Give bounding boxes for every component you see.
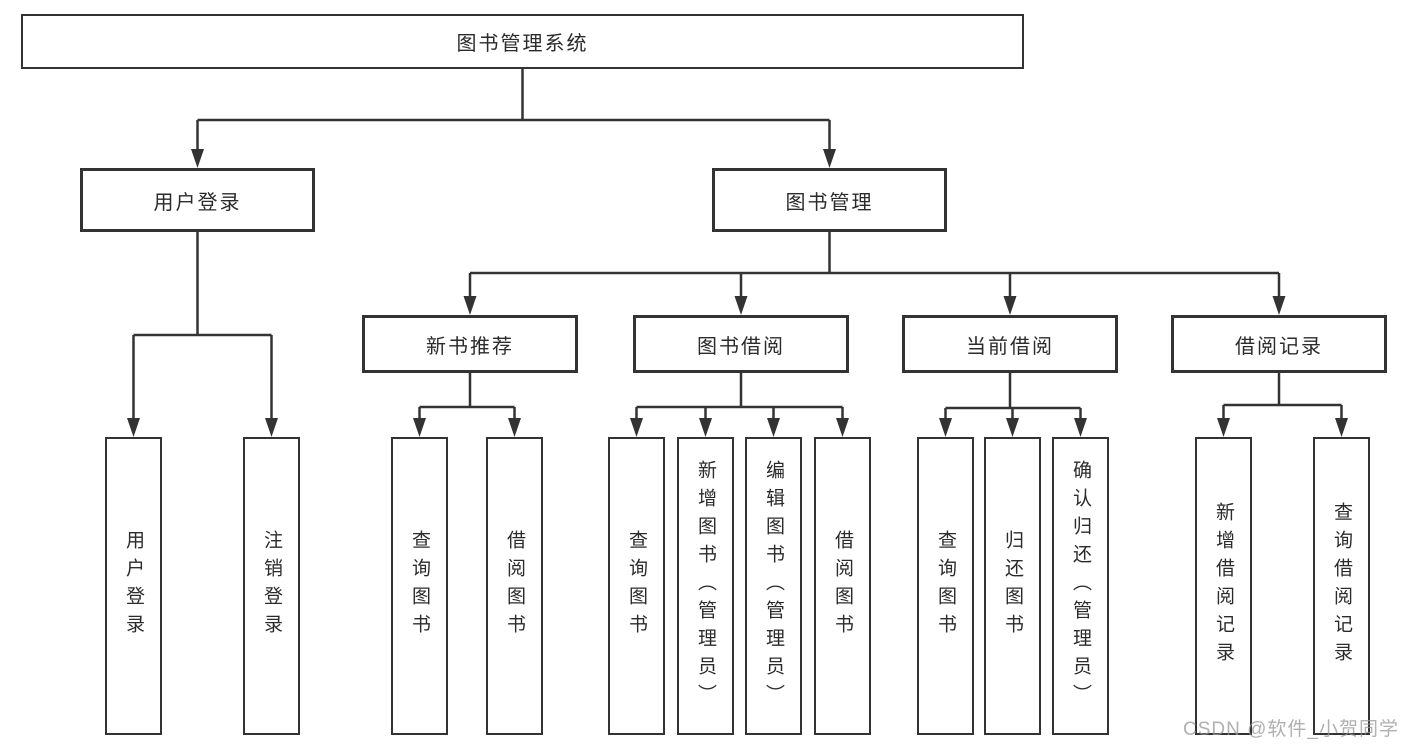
leaf-add-borrow-record: 新增借阅记录: [1195, 437, 1252, 735]
node-label: 用户登录: [123, 530, 144, 642]
leaf-confirm-return-admin: 确认归还（管理员）: [1052, 437, 1109, 735]
node-system-root: 图书管理系统: [21, 14, 1024, 69]
leaf-query-book-recommend: 查询图书: [391, 437, 448, 735]
node-user-login: 用户登录: [80, 168, 315, 232]
connector-lines: [132, 69, 1343, 419]
node-label: 借阅记录: [1235, 335, 1323, 358]
node-label: 查询图书: [626, 530, 647, 642]
node-label: 确认归还（管理员）: [1070, 460, 1091, 712]
node-label: 当前借阅: [966, 335, 1054, 358]
leaf-add-book-admin: 新增图书（管理员）: [677, 437, 734, 735]
arrowhead-icons: [127, 149, 1348, 437]
node-label: 查询图书: [409, 530, 430, 642]
leaf-logout: 注销登录: [243, 437, 300, 735]
leaf-query-borrow-record: 查询借阅记录: [1313, 437, 1370, 735]
node-new-book-recommend: 新书推荐: [362, 315, 578, 373]
leaf-query-book-borrow: 查询图书: [608, 437, 665, 735]
node-book-borrow: 图书借阅: [633, 315, 849, 373]
node-label: 图书借阅: [697, 335, 785, 358]
node-current-borrow: 当前借阅: [902, 315, 1118, 373]
csdn-watermark: CSDN @软件_小贺同学: [1183, 719, 1399, 740]
node-label: 归还图书: [1002, 530, 1023, 642]
node-label: 注销登录: [261, 530, 282, 642]
leaf-return-book: 归还图书: [984, 437, 1041, 735]
leaf-user-login: 用户登录: [105, 437, 162, 735]
leaf-query-book-current: 查询图书: [917, 437, 974, 735]
node-label: 借阅图书: [832, 530, 853, 642]
leaf-borrow-book-recommend: 借阅图书: [486, 437, 543, 735]
node-label: 查询借阅记录: [1331, 502, 1352, 670]
leaf-edit-book-admin: 编辑图书（管理员）: [745, 437, 802, 735]
node-borrow-record: 借阅记录: [1171, 315, 1387, 373]
node-label: 编辑图书（管理员）: [763, 460, 784, 712]
node-label: 新书推荐: [426, 335, 514, 358]
node-label: 图书管理系统: [456, 33, 589, 55]
node-label: 查询图书: [935, 530, 956, 642]
node-label: 用户登录: [153, 191, 242, 214]
node-book-management: 图书管理: [712, 168, 947, 232]
leaf-borrow-book: 借阅图书: [814, 437, 871, 735]
node-label: 新增借阅记录: [1213, 502, 1234, 670]
node-label: 借阅图书: [504, 530, 525, 642]
node-label: 图书管理: [785, 191, 874, 214]
node-label: 新增图书（管理员）: [695, 460, 716, 712]
